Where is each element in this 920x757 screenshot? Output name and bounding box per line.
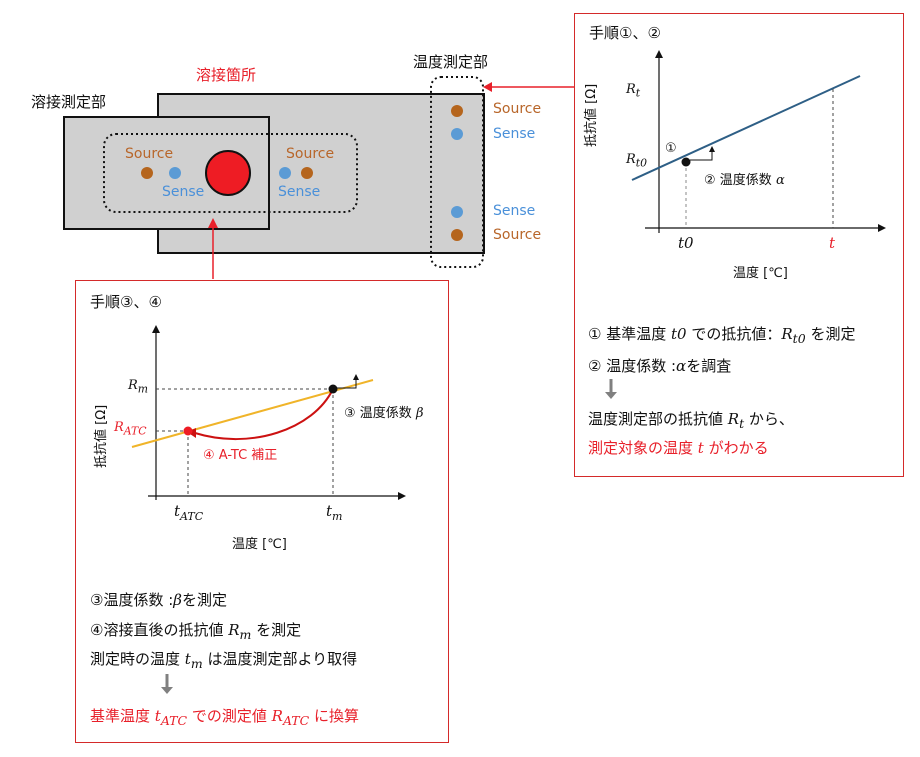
weld-spot-label: 溶接箇所	[196, 66, 257, 84]
weld-measurement-label: 溶接測定部	[31, 93, 107, 111]
step-2-text: ② 温度係数 :αを調査	[588, 357, 732, 375]
temp-measurement-label: 温度測定部	[413, 53, 489, 71]
source-label: Source	[493, 101, 542, 117]
sense-dot	[451, 128, 463, 140]
reference-point	[681, 157, 691, 167]
temp-connector-arrowhead	[483, 82, 492, 92]
source-dot	[141, 167, 153, 179]
down-arrow-icon	[605, 392, 617, 399]
sense-dot	[169, 167, 181, 179]
point-1-marker: ①	[665, 141, 677, 156]
sense-label: Sense	[493, 203, 536, 219]
t-atc-tick-label: tATC	[174, 502, 204, 523]
coefficient-alpha-label: ② 温度係数 α	[704, 173, 785, 188]
sense-dot	[279, 167, 291, 179]
source-label: Source	[125, 146, 174, 162]
result-text: 基準温度 tATC での測定値 RATC に換算	[90, 707, 359, 728]
corrected-point	[183, 426, 193, 436]
procedure-panel-1-2	[574, 13, 904, 477]
t-m-tick-label: tm	[326, 502, 343, 523]
sense-dot	[451, 206, 463, 218]
coefficient-beta-label: ③ 温度係数 β	[344, 406, 424, 421]
atc-correction-label: ④ A-TC 補正	[203, 448, 278, 463]
panel-bottom-title: 手順③、④	[90, 293, 162, 311]
weld-connector-arrowhead	[208, 218, 218, 228]
x-axis-label: 温度 [℃]	[232, 537, 287, 552]
step-3-text: ③温度係数 :βを測定	[90, 591, 227, 609]
measured-point	[328, 384, 338, 394]
result-text-2: 測定対象の温度 t がわかる	[588, 439, 769, 457]
r-atc-label: RATC	[114, 420, 147, 438]
source-dot	[451, 105, 463, 117]
down-arrow-icon	[161, 687, 173, 694]
atc-correction-curve	[194, 388, 334, 440]
sense-label: Sense	[162, 184, 205, 200]
r-t0-label: Rt0	[626, 152, 648, 170]
weld-region-dotted	[103, 133, 358, 213]
source-label: Source	[493, 227, 542, 243]
x-axis-label: 温度 [℃]	[733, 266, 788, 281]
source-dot	[451, 229, 463, 241]
procedure-panel-3-4	[75, 280, 449, 743]
step-5-text: 測定時の温度 tm は温度測定部より取得	[90, 650, 358, 671]
r-m-label: Rm	[128, 378, 149, 396]
step-1-text: ① 基準温度 t0 での抵抗値：Rt0 を測定	[588, 325, 856, 346]
t-tick-label: t	[829, 234, 836, 252]
panel-top-title: 手順①、②	[589, 24, 661, 42]
y-axis-label: 抵抗値 [Ω]	[94, 404, 109, 468]
sense-label: Sense	[278, 184, 321, 200]
result-text-1: 温度測定部の抵抗値 Rt から、	[588, 410, 794, 431]
temp-region-dotted	[430, 76, 484, 268]
sense-label: Sense	[493, 126, 536, 142]
source-dot	[301, 167, 313, 179]
resistance-line-alpha	[631, 75, 861, 181]
step-4-text: ④溶接直後の抵抗値 Rm を測定	[90, 621, 302, 642]
source-label: Source	[286, 146, 335, 162]
r-t-label: Rt	[626, 82, 641, 100]
t0-tick-label: t0	[678, 234, 694, 252]
weld-spot	[205, 150, 251, 196]
